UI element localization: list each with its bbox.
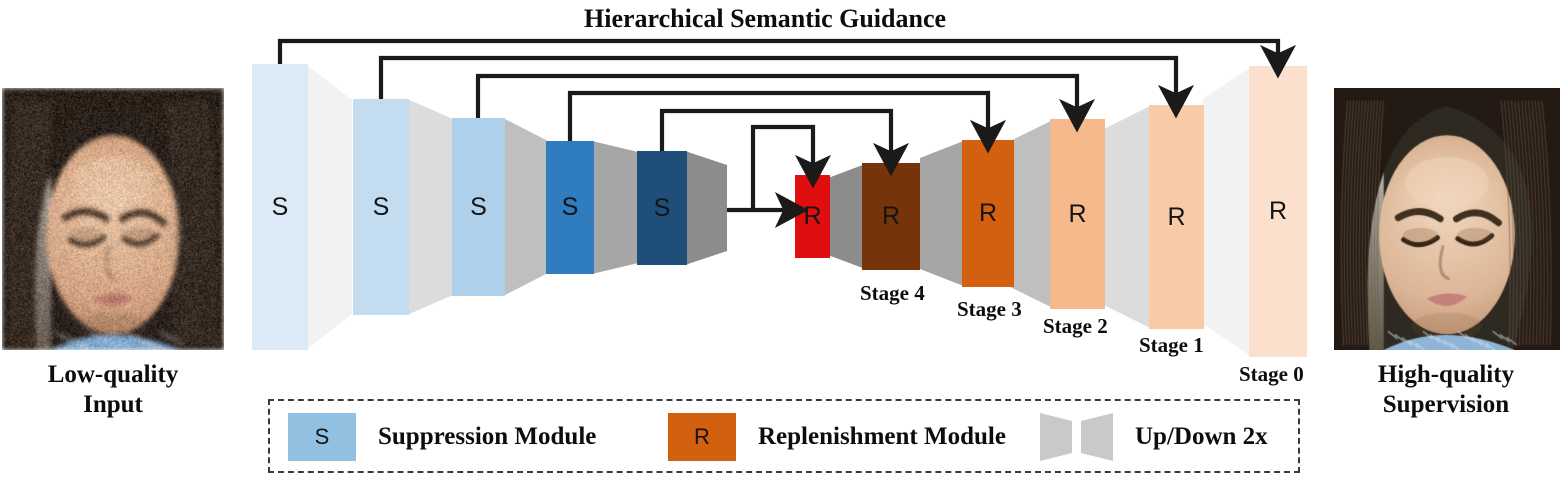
caption-line-2: Input <box>2 390 224 420</box>
stage-label-4: Stage 4 <box>860 281 925 306</box>
legend-label-updown: Up/Down 2x <box>1135 423 1268 451</box>
replenishment-module-block-stage-2[interactable]: R <box>1050 119 1105 309</box>
legend-trapezoid-icons <box>1040 413 1113 461</box>
legend-label-suppression: Suppression Module <box>378 423 596 451</box>
downsample-trapezoid-3 <box>503 118 548 296</box>
low-quality-input-caption: Low-quality Input <box>2 360 224 419</box>
low-quality-input-photo <box>2 88 224 350</box>
upsample-trapezoid-2 <box>1010 119 1055 309</box>
legend-badge-r: R <box>694 424 710 450</box>
stage-label-2: Stage 2 <box>1043 314 1108 339</box>
caption-line-1: Low-quality <box>2 360 224 390</box>
upsample-trapezoid-3 <box>920 140 966 287</box>
downsample-trapezoid-1 <box>306 64 352 350</box>
block-label: R <box>979 199 997 228</box>
downsample-trapezoid-icon <box>1040 413 1072 461</box>
block-label: R <box>1068 200 1086 229</box>
block-label: S <box>654 194 671 223</box>
high-quality-supervision-caption: High-quality Supervision <box>1326 360 1564 419</box>
legend-item-suppression: S Suppression Module <box>288 413 596 461</box>
downsample-trapezoid-5 <box>685 151 727 265</box>
block-label: S <box>373 193 390 222</box>
suppression-module-block-0[interactable]: S <box>252 64 308 350</box>
legend-item-updown: Up/Down 2x <box>1040 413 1268 461</box>
suppression-module-block-2[interactable]: S <box>452 118 505 296</box>
suppression-module-block-3[interactable]: S <box>546 141 594 274</box>
downsample-trapezoid-4 <box>592 141 638 274</box>
replenishment-module-block-stage-1[interactable]: R <box>1149 105 1204 329</box>
stage-label-3: Stage 3 <box>957 297 1022 322</box>
downsample-trapezoid-2 <box>407 99 453 315</box>
suppression-module-block-4[interactable]: S <box>637 151 687 265</box>
skip-arrow-level-0 <box>280 41 1278 64</box>
replenishment-module-bottleneck[interactable]: R <box>795 175 830 258</box>
suppression-module-block-1[interactable]: S <box>353 99 409 315</box>
block-label: R <box>1167 203 1185 232</box>
legend-item-replenishment: R Replenishment Module <box>668 413 1006 461</box>
high-quality-supervision-photo <box>1334 88 1560 350</box>
block-label: S <box>470 193 487 222</box>
upsample-trapezoid-0 <box>1203 66 1252 357</box>
legend-label-replenishment: Replenishment Module <box>758 423 1006 451</box>
replenishment-module-block-stage-3[interactable]: R <box>962 140 1014 287</box>
skip-arrow-level-3 <box>570 93 988 141</box>
stage-label-1: Stage 1 <box>1139 333 1204 358</box>
legend-swatch-suppression: S <box>288 413 356 461</box>
legend-swatch-replenishment: R <box>668 413 736 461</box>
caption-line-2: Supervision <box>1326 390 1564 420</box>
legend-badge-s: S <box>315 424 330 450</box>
skip-arrow-level-1 <box>381 58 1176 100</box>
block-label: S <box>562 193 579 222</box>
block-label: R <box>1269 197 1287 226</box>
upsample-trapezoid-icon <box>1081 413 1113 461</box>
block-label: R <box>882 202 900 231</box>
replenishment-module-block-stage-4[interactable]: R <box>862 163 920 270</box>
upsample-trapezoid-1 <box>1104 105 1152 329</box>
block-label: R <box>803 202 821 231</box>
caption-line-1: High-quality <box>1326 360 1564 390</box>
replenishment-module-block-stage-0[interactable]: R <box>1249 66 1307 357</box>
legend-box: S Suppression Module R Replenishment Mod… <box>268 399 1300 473</box>
hierarchical-semantic-guidance-title: Hierarchical Semantic Guidance <box>584 4 946 34</box>
skip-arrow-level-2 <box>478 76 1077 118</box>
block-label: S <box>272 193 289 222</box>
stage-label-0: Stage 0 <box>1239 362 1304 387</box>
